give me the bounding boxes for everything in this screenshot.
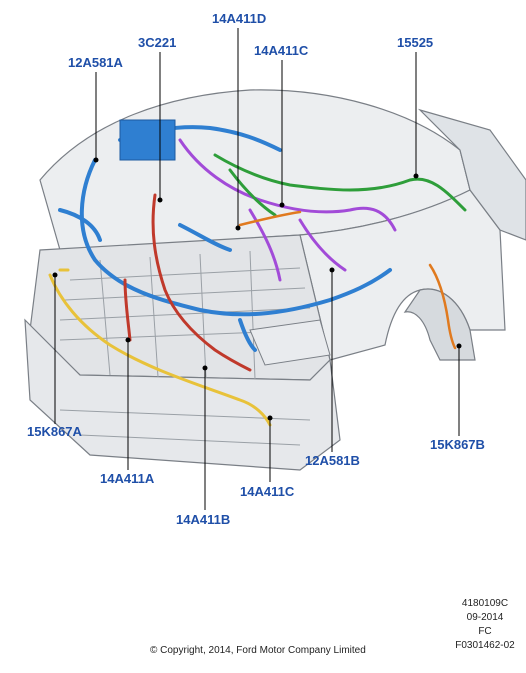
callout-15k867a: 15K867A (27, 424, 82, 439)
callout-14a411c-bottom: 14A411C (240, 484, 295, 499)
harness-purple (178, 138, 397, 282)
harness-orange (238, 210, 457, 350)
wheel-arch (403, 288, 476, 361)
callout-12a581a: 12A581A (68, 55, 123, 70)
doc-code: FC (478, 626, 492, 637)
callout-12a581b: 12A581B (305, 453, 360, 468)
callout-15k867b: 15K867B (430, 437, 485, 452)
leader-dots (52, 157, 462, 421)
harness-yellow (48, 268, 272, 427)
harness-red (123, 193, 252, 372)
callout-14a411d: 14A411D (212, 11, 267, 26)
callout-14a411c-top: 14A411C (254, 43, 309, 58)
fuse-box (119, 119, 176, 161)
callout-3c221: 3C221 (138, 35, 177, 50)
doc-ref: F0301462-02 (455, 640, 515, 651)
doc-date: 09-2014 (466, 612, 504, 623)
headlight (249, 319, 331, 366)
harness-green (213, 153, 467, 217)
front-bumper (24, 318, 341, 471)
windshield (417, 108, 526, 241)
leader-lines (54, 28, 460, 510)
callout-14a411a: 14A411A (100, 471, 155, 486)
callout-15525: 15525 (397, 35, 434, 50)
callout-14a411b: 14A411B (176, 512, 231, 527)
copyright: © Copyright, 2014, Ford Motor Company Li… (150, 645, 366, 656)
doc-id: 4180109C (461, 598, 509, 609)
